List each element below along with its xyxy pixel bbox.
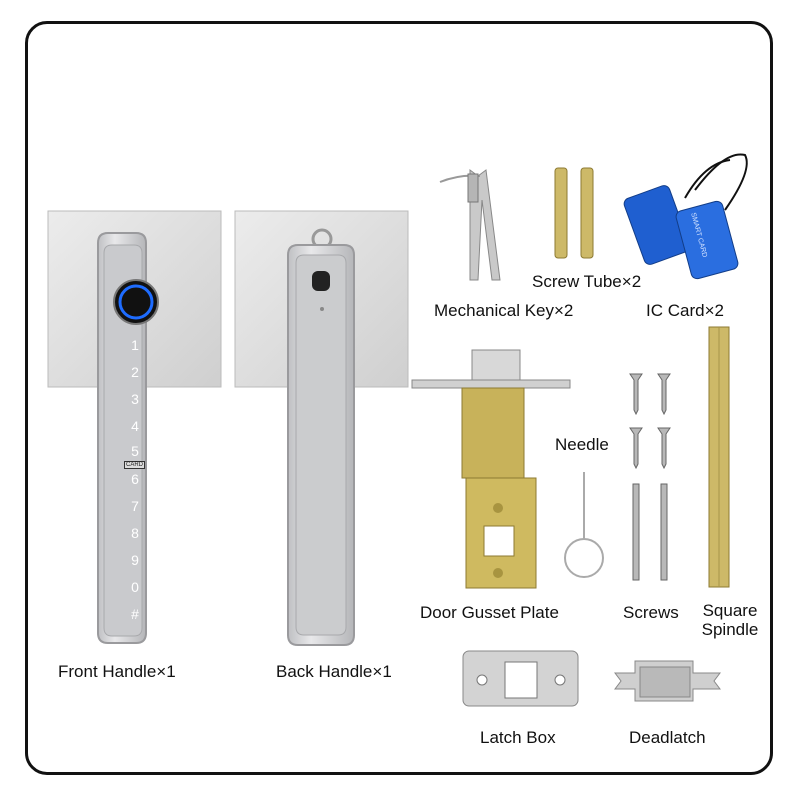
key-4[interactable]: 4 — [131, 418, 139, 434]
front-handle-label: Front Handle×1 — [58, 662, 176, 681]
key-9[interactable]: 9 — [131, 552, 139, 568]
key-0[interactable]: 0 — [131, 579, 139, 595]
card-label: CARD — [124, 461, 146, 469]
key-5[interactable]: 5 — [131, 443, 139, 459]
screw-tube-label: Screw Tube×2 — [532, 272, 642, 291]
latch-box-label: Latch Box — [480, 728, 556, 747]
ic-card-image — [623, 153, 748, 280]
front-handle-image — [47, 210, 222, 644]
deadlatch-image — [614, 660, 721, 702]
needle-label: Needle — [555, 435, 609, 454]
screw-tube-image — [554, 167, 594, 259]
ic-card-label: IC Card×2 — [646, 301, 724, 320]
square-spindle-image — [708, 326, 730, 588]
key-6[interactable]: 6 — [131, 471, 139, 487]
screws-label: Screws — [623, 603, 679, 622]
back-handle-image — [234, 210, 409, 646]
key-8[interactable]: 8 — [131, 525, 139, 541]
latch-box-image — [462, 650, 579, 707]
door-gusset-plate-image — [411, 349, 571, 589]
square-spindle-label-line1: Square — [702, 601, 758, 620]
door-gusset-plate-label: Door Gusset Plate — [420, 603, 559, 622]
key-1[interactable]: 1 — [131, 337, 139, 353]
mechanical-key-label: Mechanical Key×2 — [434, 301, 574, 320]
needle-image — [564, 472, 604, 578]
square-spindle-label-line2: Spindle — [701, 620, 759, 639]
key-hash[interactable]: # — [131, 606, 139, 622]
mechanical-key-image — [439, 169, 501, 281]
deadlatch-label: Deadlatch — [629, 728, 706, 747]
screws-image — [629, 373, 671, 581]
key-3[interactable]: 3 — [131, 391, 139, 407]
key-2[interactable]: 2 — [131, 364, 139, 380]
back-handle-label: Back Handle×1 — [276, 662, 392, 681]
product-frame — [25, 21, 773, 775]
key-7[interactable]: 7 — [131, 498, 139, 514]
